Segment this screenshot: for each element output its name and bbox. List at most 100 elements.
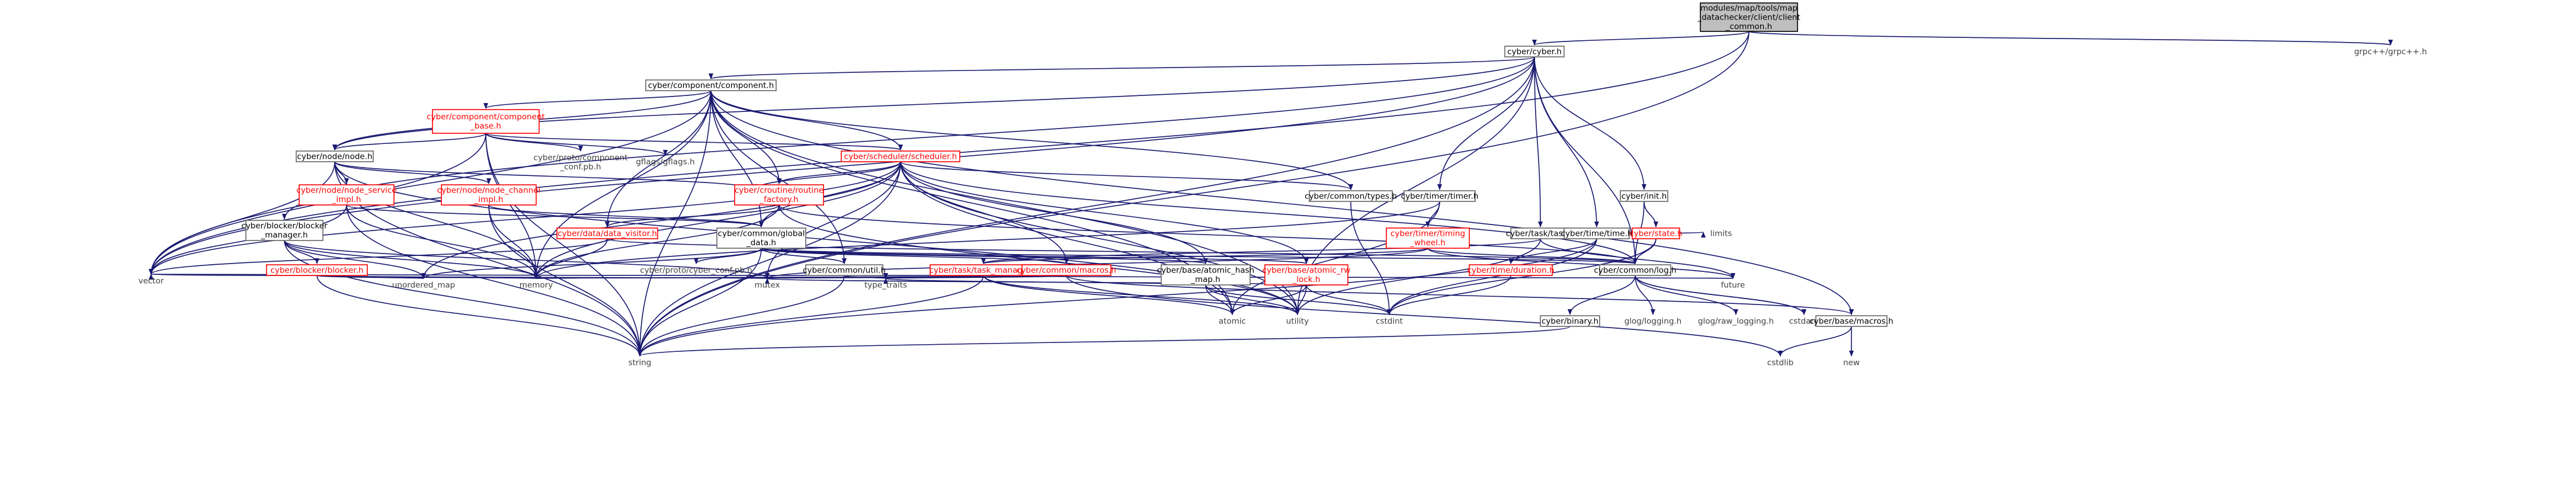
edge-atomic-rw-lock-to-utility <box>1295 284 1307 315</box>
graph-node-base-macros[interactable]: cyber/base/macros.h <box>1809 315 1893 327</box>
edge-base-macros-to-cstdlib <box>1778 326 1852 357</box>
graph-node-task-manager[interactable]: cyber/task/task_manager.h <box>930 264 1038 276</box>
edge-component-to-component-base <box>483 90 712 109</box>
node-label-line: _factory.h <box>759 195 798 204</box>
graph-node-utility: utility <box>1286 316 1309 326</box>
node-box <box>1021 264 1111 276</box>
graph-node-proto-cyber-conf: cyber/proto/cyber_conf.pb.h <box>640 265 752 275</box>
node-box <box>1309 190 1393 202</box>
graph-node-timing-wheel[interactable]: cyber/timer/timing_wheel.h <box>1386 227 1470 249</box>
edge-common-log-to-binary <box>1568 275 1636 315</box>
node-box <box>1504 46 1565 57</box>
node-label-line: _datachecker/client/client <box>1697 12 1800 22</box>
node-label-line: cyber/time/duration.h <box>1467 265 1554 275</box>
edge-component-to-common-util <box>710 90 847 264</box>
node-label-line: glog/raw_logging.h <box>1698 316 1774 326</box>
graph-node-glog-raw-logging: glog/raw_logging.h <box>1698 316 1774 326</box>
graph-node-string: string <box>629 358 652 367</box>
graph-node-data-visitor[interactable]: cyber/data/data_visitor.h <box>556 227 658 239</box>
node-label-line: cyber/croutine/routine <box>735 186 824 195</box>
node-box <box>266 264 368 276</box>
graph-node-state[interactable]: cyber/state.h <box>1629 227 1683 239</box>
graph-node-new: new <box>1843 358 1860 367</box>
edge-node-to-node-channel-impl <box>334 161 491 184</box>
node-label-line: cyber/cyber.h <box>1507 47 1562 56</box>
graph-node-component[interactable]: cyber/component/component.h <box>645 79 777 91</box>
graph-node-task[interactable]: cyber/task/task.h <box>1506 227 1575 239</box>
graph-node-node-service-impl[interactable]: cyber/node/node_service_impl.h <box>296 184 397 206</box>
node-box <box>245 220 323 241</box>
graph-node-node[interactable]: cyber/node/node.h <box>296 150 374 162</box>
graph-node-common-types[interactable]: cyber/common/types.h <box>1305 190 1397 202</box>
node-label-line: _data.h <box>746 238 776 248</box>
node-label-line: utility <box>1286 316 1309 326</box>
graph-node-timer[interactable]: cyber/timer/timer.h <box>1401 190 1479 202</box>
edge-cyber-cyber-to-init <box>1534 56 1646 190</box>
node-label-line: new <box>1843 358 1860 367</box>
graph-node-blocker-manager[interactable]: cyber/blocker/blocker_manager.h <box>241 220 328 241</box>
graph-node-common-global-data[interactable]: cyber/common/global_data.h <box>716 227 806 249</box>
edge-data-visitor-to-memory <box>534 238 608 279</box>
node-label-line: limits <box>1710 229 1732 238</box>
edge-blocker-manager-to-memory <box>284 240 539 279</box>
graph-node-atomic: atomic <box>1219 316 1246 326</box>
node-box <box>1264 264 1348 286</box>
node-label-line: future <box>1721 280 1745 290</box>
node-box <box>296 150 374 162</box>
edge-time-time-to-cstdint <box>1387 238 1597 315</box>
node-label-line: _map.h <box>1190 275 1220 284</box>
node-label-line: cyber/node/node_channel <box>437 186 541 195</box>
node-label-line: cyber/blocker/blocker.h <box>271 265 364 275</box>
edge-common-log-to-cstdarg <box>1635 275 1806 315</box>
edge-timer-to-atomic <box>1230 201 1440 315</box>
graph-node-proto-component-conf: cyber/proto/component_conf.pb.h <box>534 153 628 172</box>
edge-node-to-map <box>334 161 758 190</box>
graph-node-cyber-cyber[interactable]: cyber/cyber.h <box>1504 46 1565 57</box>
graph-node-grpcpp: grpc++/grpc++.h <box>2354 47 2427 56</box>
graph-node-blocker[interactable]: cyber/blocker/blocker.h <box>266 264 368 276</box>
edge-timing-wheel-to-task-manager <box>981 248 1428 264</box>
graph-node-binary[interactable]: cyber/binary.h <box>1540 315 1600 327</box>
node-box <box>1469 264 1553 276</box>
node-label-line: cyber/component/component <box>427 113 545 122</box>
graph-node-atomic-rw-lock[interactable]: cyber/base/atomic_rw_lock.h <box>1263 264 1351 286</box>
node-box <box>1632 227 1680 239</box>
node-label-line: cyber/common/global <box>718 229 805 239</box>
graph-node-vector: vector <box>139 276 164 286</box>
edge-scheduler-to-utility <box>900 161 1300 315</box>
node-label-line: cyber/base/atomic_rw <box>1263 266 1351 275</box>
graph-node-common-log[interactable]: cyber/common/log.h <box>1594 264 1677 276</box>
graph-node-component-base[interactable]: cyber/component/component_base.h <box>427 109 545 134</box>
edge-time-time-to-string <box>637 238 1597 357</box>
edge-component-base-to-memory <box>485 133 539 279</box>
node-label-line: cyber/base/atomic_hash <box>1157 266 1254 275</box>
edge-component-to-memory <box>534 90 712 279</box>
edge-cyber-cyber-to-string <box>637 56 1535 357</box>
node-label-line: cyber/binary.h <box>1542 316 1598 326</box>
graph-node-routine-factory[interactable]: cyber/croutine/routine_factory.h <box>734 184 824 206</box>
edge-common-macros-to-type-traits <box>884 272 1067 279</box>
graph-node-common-macros[interactable]: cyber/common/macros.h <box>1017 264 1116 276</box>
edge-atomic-hash-map-to-utility <box>1205 284 1300 315</box>
graph-node-cstdlib: cstdlib <box>1767 358 1793 367</box>
node-label-line: cyber/task/task.h <box>1506 229 1575 238</box>
edge-component-to-routine-factory <box>710 90 781 184</box>
edge-node-channel-impl-to-string <box>488 204 642 357</box>
edge-cyber-cyber-to-vector <box>149 56 1535 275</box>
graph-node-time-duration[interactable]: cyber/time/duration.h <box>1467 264 1555 276</box>
graph-node-node-channel-impl[interactable]: cyber/node/node_channel_impl.h <box>437 184 541 206</box>
edge-blocker-to-mutex <box>316 272 768 279</box>
graph-node-scheduler[interactable]: cyber/scheduler/scheduler.h <box>841 150 960 162</box>
node-label-line: glog/logging.h <box>1625 316 1682 326</box>
edge-task-manager-to-string <box>637 275 984 357</box>
graph-node-atomic-hash-map[interactable]: cyber/base/atomic_hash_map.h <box>1157 264 1254 286</box>
graph-node-root[interactable]: modules/map/tools/map_datachecker/client… <box>1697 2 1800 32</box>
node-label-line: cyber/common/log.h <box>1594 265 1676 275</box>
graph-node-init[interactable]: cyber/init.h <box>1620 190 1668 202</box>
edge-data-visitor-to-vector <box>149 238 608 275</box>
node-label-line: cyber/common/util.h <box>803 265 886 275</box>
node-label-line: _common.h <box>1725 22 1772 31</box>
node-label-line: _impl.h <box>332 195 361 204</box>
graph-node-common-util[interactable]: cyber/common/util.h <box>803 264 886 276</box>
graph-node-time-time[interactable]: cyber/time/time.h <box>1561 227 1633 239</box>
